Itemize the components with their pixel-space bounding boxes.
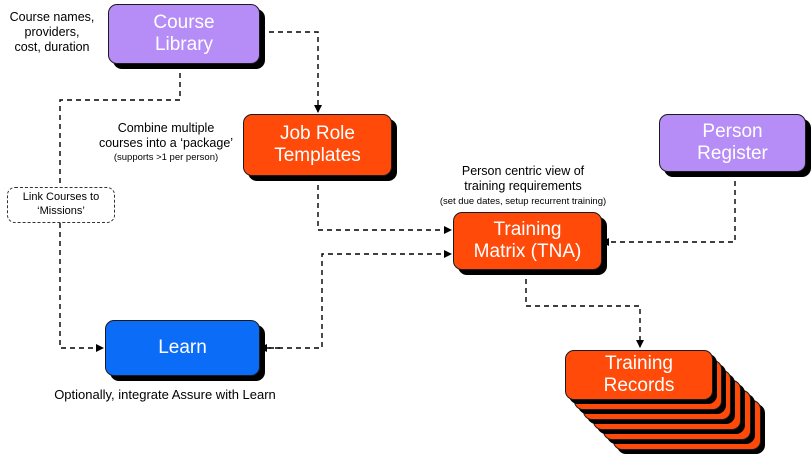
- person-register-node[interactable]: Person Register: [659, 114, 806, 172]
- edge-matrix-to-records: [525, 270, 644, 348]
- training-matrix-subnote: (set due dates, setup recurrent training…: [439, 196, 607, 207]
- edge-library-to-learn: [59, 64, 181, 352]
- course-library-label: Course Library: [153, 12, 215, 55]
- learn-description: Optionally, integrate Assure with Learn: [54, 387, 276, 402]
- edge-library-to-jobrole: [260, 31, 322, 113]
- job-role-templates-node[interactable]: Job Role Templates: [243, 114, 392, 176]
- learn-node[interactable]: Learn: [105, 320, 260, 376]
- job-role-templates-label: Job Role Templates: [274, 123, 361, 166]
- training-records-label: Training Records: [603, 353, 675, 396]
- job-role-subnote: (supports >1 per person): [113, 152, 219, 163]
- training-matrix-description: Person centric view of training requirem…: [461, 164, 585, 193]
- course-library-description: Course names, providers, cost, duration: [9, 10, 95, 54]
- course-library-node[interactable]: Course Library: [108, 4, 260, 64]
- edge-learn-matrix: [260, 250, 452, 349]
- training-matrix-node[interactable]: Training Matrix (TNA): [453, 212, 602, 270]
- job-role-description: Combine multiple courses into a ‘package…: [98, 121, 234, 150]
- link-courses-note: Link Courses to ‘Missions’: [7, 187, 115, 223]
- learn-label: Learn: [158, 337, 207, 359]
- training-matrix-label: Training Matrix (TNA): [473, 219, 582, 262]
- person-register-label: Person Register: [697, 121, 768, 164]
- training-records-node[interactable]: Training Records: [565, 350, 713, 400]
- edge-jobrole-to-matrix: [317, 176, 452, 234]
